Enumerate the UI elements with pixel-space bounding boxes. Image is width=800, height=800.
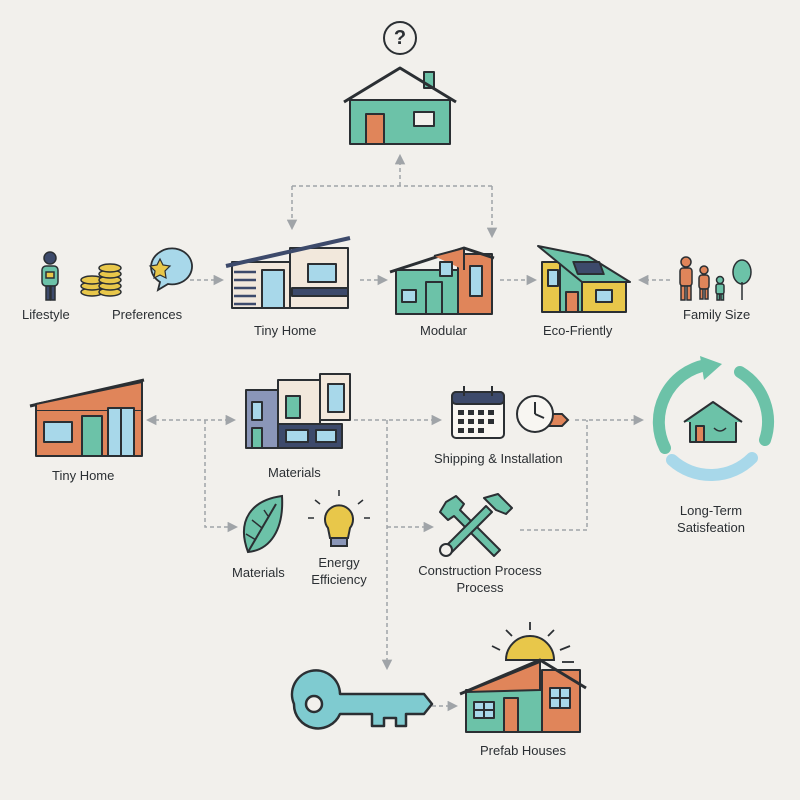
question-mark-icon: ?: [383, 21, 417, 55]
label-shipping: Shipping & Installation: [434, 451, 563, 466]
eco-house-icon: [537, 245, 631, 313]
calendar-icon: [451, 386, 505, 439]
label-family-size: Family Size: [683, 307, 751, 322]
arrow-tools-right: [520, 420, 588, 531]
top-house-icon: [343, 66, 457, 145]
label-tiny-home: Tiny Home: [254, 323, 317, 338]
label-long-term: Long-Term Satisfeation: [677, 503, 745, 535]
label-preferences: Preferences: [112, 307, 183, 322]
key-icon: [290, 669, 434, 730]
lightbulb-icon: [308, 490, 370, 547]
label-materials-building: Materials: [268, 465, 321, 480]
speech-bubble-star-icon: [148, 247, 193, 292]
family-icon: [679, 256, 752, 301]
label-modular: Modular: [420, 323, 467, 338]
prefab-house-icon: [459, 658, 587, 733]
arrow-to-leaf: [204, 420, 239, 533]
person-icon: [41, 251, 59, 301]
modular-house-icon: [389, 246, 495, 315]
label-construction: Construction Process Process: [418, 563, 542, 595]
tools-icon: [439, 493, 513, 557]
clock-icon: [516, 395, 570, 433]
leaf-icon: [243, 494, 284, 554]
materials-building-icon: [245, 373, 351, 449]
label-lifestyle: Lifestyle: [22, 307, 70, 322]
label-materials-leaf: Materials: [232, 565, 285, 580]
happy-house-icon: [683, 401, 743, 443]
connectors: [145, 153, 670, 712]
coins-icon: [80, 263, 122, 297]
label-eco-friendly: Eco-Friently: [543, 323, 613, 338]
sun-icon: [491, 622, 574, 663]
tiny-home-icon: [225, 236, 351, 309]
label-tiny-home-left: Tiny Home: [52, 468, 115, 483]
label-prefab-houses: Prefab Houses: [480, 743, 566, 758]
label-energy-efficiency: Energy Efficiency: [311, 555, 367, 587]
tiny-home-left-icon: [29, 378, 145, 457]
satisfaction-cycle-icon: [652, 356, 774, 482]
